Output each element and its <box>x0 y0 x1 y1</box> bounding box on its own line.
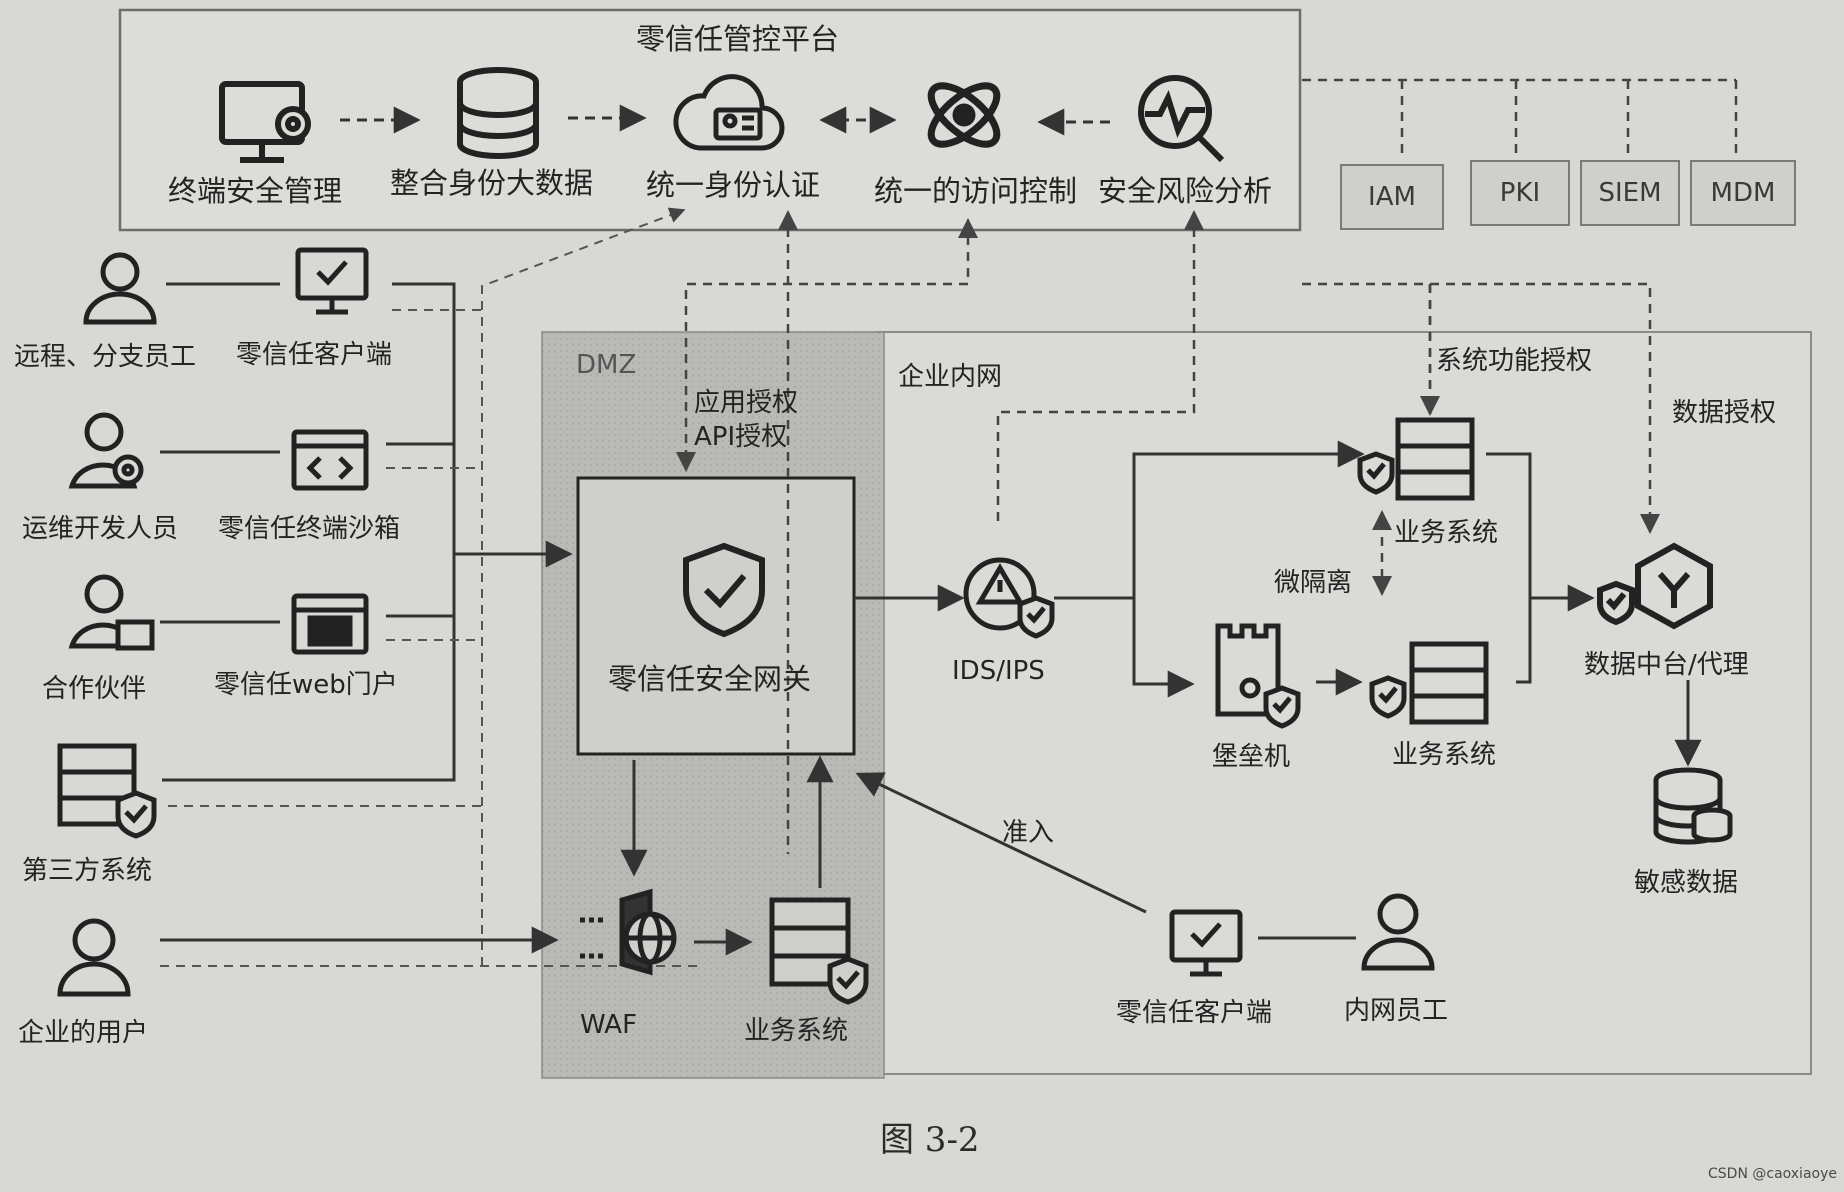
atom-icon <box>927 82 1001 148</box>
person-gear-icon <box>68 412 144 489</box>
data-platform-label: 数据中台/代理 <box>1584 650 1749 680</box>
module-label: 统一身份认证 <box>646 168 821 202</box>
bastion-icon <box>1215 623 1301 729</box>
devops-label: 运维开发人员 <box>22 514 179 544</box>
intranet-employee-icon <box>1361 893 1435 971</box>
database-icon <box>457 67 539 159</box>
server-shield-icon <box>57 743 157 839</box>
gateway-box <box>576 476 856 756</box>
enterprise-user-icon <box>57 918 131 997</box>
module-label: 终端安全管理 <box>168 174 343 208</box>
sensitive-data-label: 敏感数据 <box>1634 868 1739 898</box>
sensitive-data-icon <box>1653 767 1733 845</box>
partner-icon <box>68 574 155 651</box>
business-top-label: 业务系统 <box>1394 518 1499 548</box>
waf-label: WAF <box>580 1010 638 1040</box>
client-monitor-icon <box>295 247 369 315</box>
module-label: 安全风险分析 <box>1098 174 1273 208</box>
waf-icon <box>580 888 677 976</box>
gateway-label: 零信任安全网关 <box>608 662 812 696</box>
client-label: 零信任客户端 <box>236 340 393 370</box>
module-label: 统一的访问控制 <box>874 174 1078 208</box>
business-server-top-icon <box>1357 417 1475 501</box>
platform-box <box>118 8 1302 232</box>
enterprise-user-label: 企业的用户 <box>18 1018 149 1048</box>
platform-title: 零信任管控平台 <box>636 22 840 56</box>
bastion-label: 堡垒机 <box>1212 742 1291 772</box>
gateway-shield-icon <box>683 542 765 638</box>
third-party-label: 第三方系统 <box>22 856 153 886</box>
siem-box: SIEM <box>1580 160 1680 226</box>
dmz-server-icon <box>769 897 869 1005</box>
api-auth-label: API授权 <box>694 422 788 452</box>
web-portal-icon <box>291 593 369 655</box>
module-label: 整合身份大数据 <box>390 166 594 200</box>
monitor-gear-icon <box>219 81 311 163</box>
cloud-id-icon <box>673 74 785 151</box>
ids-ips-label: IDS/IPS <box>952 656 1045 686</box>
partner-label: 合作伙伴 <box>42 674 147 704</box>
mdm-box: MDM <box>1690 160 1796 226</box>
intranet-label: 企业内网 <box>898 362 1003 392</box>
remote-employee-label: 远程、分支员工 <box>14 342 197 372</box>
app-auth-label: 应用授权 <box>694 388 799 418</box>
dmz-business-label: 业务系统 <box>744 1016 849 1046</box>
pki-box: PKI <box>1470 160 1570 226</box>
admission-label: 准入 <box>1002 818 1055 848</box>
sandbox-code-icon <box>291 429 369 491</box>
microseg-label: 微隔离 <box>1274 568 1353 598</box>
business-bottom-label: 业务系统 <box>1392 740 1497 770</box>
watermark: CSDN @caoxiaoye <box>1708 1166 1837 1182</box>
iam-box: IAM <box>1340 164 1444 230</box>
web-portal-label: 零信任web门户 <box>214 670 398 700</box>
magnifier-pulse-icon <box>1138 75 1225 163</box>
ids-ips-icon <box>963 557 1055 639</box>
data-platform-icon <box>1597 542 1713 630</box>
sandbox-label: 零信任终端沙箱 <box>218 514 401 544</box>
intranet-zone <box>875 331 1812 1075</box>
intranet-client-label: 零信任客户端 <box>1116 998 1273 1028</box>
data-auth-label: 数据授权 <box>1672 398 1777 428</box>
person-icon <box>83 252 157 325</box>
figure-caption: 图 3-2 <box>880 1120 980 1160</box>
dmz-label: DMZ <box>576 350 637 380</box>
intranet-client-icon <box>1169 909 1243 977</box>
func-auth-label: 系统功能授权 <box>1436 346 1593 376</box>
intranet-employee-label: 内网员工 <box>1344 996 1449 1026</box>
business-server-bottom-icon <box>1369 641 1489 725</box>
